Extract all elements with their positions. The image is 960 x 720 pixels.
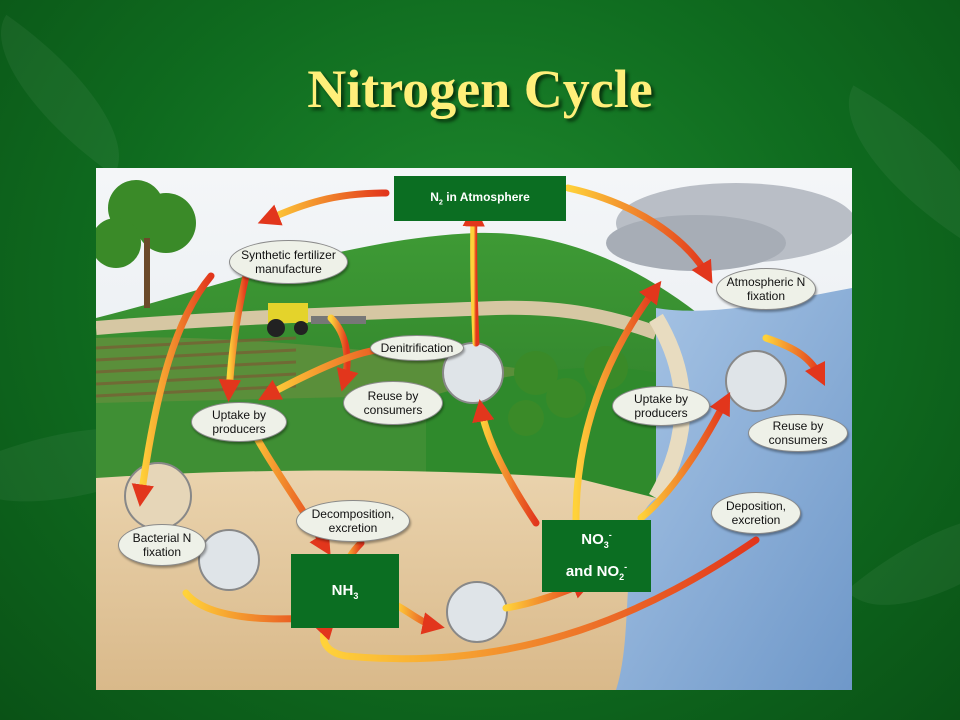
no3-label: NO3- [581, 530, 612, 550]
uptake-producers-land-label: Uptake by producers [191, 402, 287, 442]
no2-label: and NO2- [565, 562, 628, 582]
nh3-box: NH3 [291, 554, 399, 628]
n2-atmosphere-box: N2 in Atmosphere [394, 176, 566, 221]
cycle-arrows [131, 184, 826, 663]
atmospheric-fixation-label: Atmospheric N fixation [716, 268, 816, 310]
reuse-consumers-water-label: Reuse by consumers [748, 414, 848, 452]
road [96, 300, 659, 340]
bacterial-fixation-label: Bacterial N fixation [118, 524, 206, 566]
nh3-label: NH3 [331, 581, 359, 601]
denitrification-label: Denitrification [370, 335, 464, 361]
uptake-producers-water-label: Uptake by producers [612, 386, 710, 426]
decomposition-excretion-label: Decomposition, excretion [296, 500, 410, 542]
cloud [606, 215, 786, 271]
slide-title: Nitrogen Cycle [307, 59, 653, 119]
tractor [267, 303, 366, 337]
background-leaf [846, 468, 960, 652]
trees [96, 180, 628, 436]
nitrogen-cycle-diagram: N2 in Atmosphere NH3 NO3- and NO2- Synth… [96, 168, 852, 690]
synthetic-fertilizer-label: Synthetic fertilizer manufacture [229, 240, 348, 284]
reuse-consumers-land-label: Reuse by consumers [343, 381, 443, 425]
deposition-excretion-label: Deposition, excretion [711, 492, 801, 534]
n2-atmosphere-label: N2 in Atmosphere [430, 190, 530, 207]
bacteria-circles [124, 342, 787, 643]
no3-no2-box: NO3- and NO2- [542, 520, 651, 592]
